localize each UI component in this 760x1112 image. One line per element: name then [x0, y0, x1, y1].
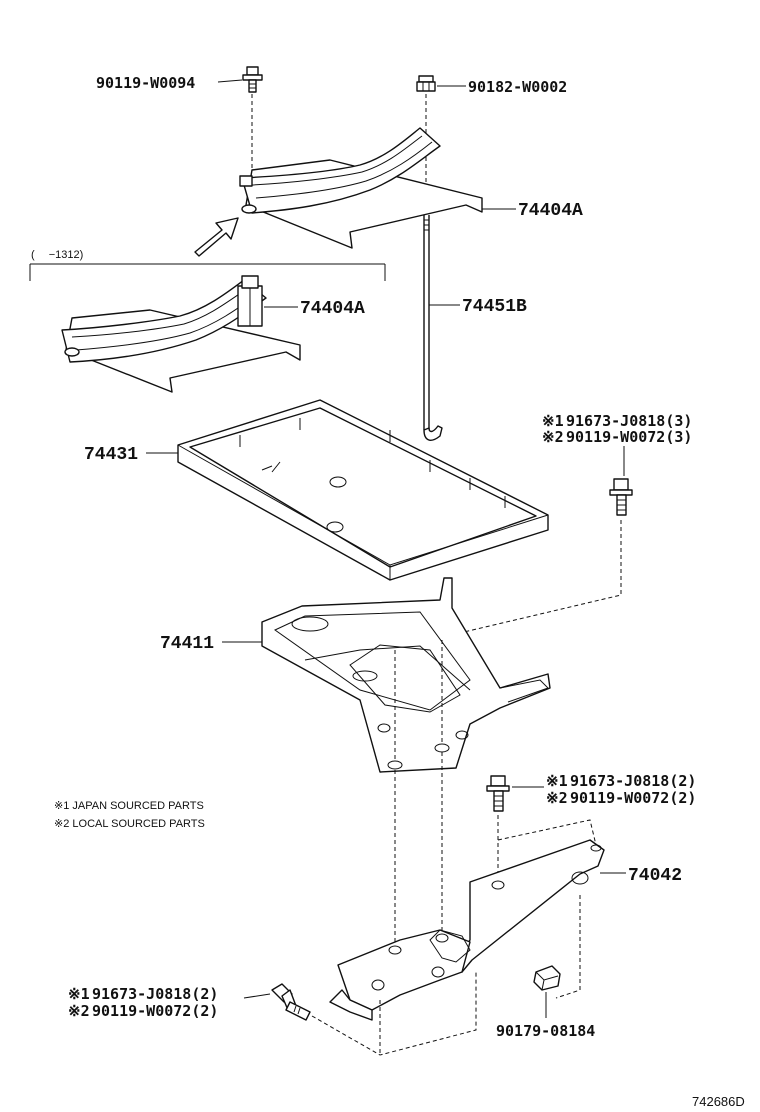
- callout-ll-mark1: ※1: [68, 985, 90, 1003]
- bolt-right-upper: [609, 478, 633, 516]
- callout-ru-part2: 90119-W0072(3): [566, 428, 692, 446]
- label-90119-w0094: 90119-W0094: [96, 74, 195, 92]
- clamp-rod-74451b: [423, 215, 443, 441]
- label-90179-08184: 90179-08184: [496, 1022, 595, 1040]
- legend-note-2: ※2 LOCAL SOURCED PARTS: [54, 818, 205, 830]
- callout-rl-part1: 91673-J0818(2): [570, 772, 696, 790]
- callout-rl-part2: 90119-W0072(2): [570, 789, 696, 807]
- battery-tray-74431: [177, 399, 549, 581]
- bolt-right-lower: [486, 775, 510, 812]
- label-74431: 74431: [84, 445, 138, 465]
- bolt-90119-w0094: [242, 66, 263, 93]
- label-90182-w0002: 90182-W0002: [468, 78, 567, 96]
- battery-bracket-74042: [329, 839, 605, 1021]
- callout-rl-mark2: ※2: [546, 789, 568, 807]
- label-74411: 74411: [160, 634, 214, 654]
- battery-clamp-older: [61, 275, 301, 393]
- range-bracket: [29, 263, 386, 281]
- bolt-left-lower: [271, 983, 311, 1021]
- label-74404a-older: 74404A: [300, 299, 365, 319]
- callout-rl-mark1: ※1: [546, 772, 568, 790]
- callout-ll-part2: 90119-W0072(2): [92, 1002, 218, 1020]
- callout-ll-part1: 91673-J0818(2): [92, 985, 218, 1003]
- label-74451b: 74451B: [462, 297, 527, 317]
- nut-90182-w0002: [416, 75, 436, 92]
- legend-note-1: ※1 JAPAN SOURCED PARTS: [54, 800, 204, 812]
- callout-ru-mark1: ※1: [542, 412, 564, 430]
- battery-clamp-upper: [239, 127, 483, 249]
- callout-ru-mark2: ※2: [542, 428, 564, 446]
- callout-ll-mark2: ※2: [68, 1002, 90, 1020]
- label-74404a-upper: 74404A: [518, 201, 583, 221]
- callout-ru-part1: 91673-J0818(3): [566, 412, 692, 430]
- direction-arrow-icon: [194, 217, 239, 257]
- label-74042: 74042: [628, 866, 682, 886]
- nut-90179-08184: [533, 965, 561, 991]
- drawing-code: 742686D: [692, 1094, 745, 1109]
- battery-carrier-74411: [261, 577, 551, 773]
- range-note: ( −1312): [31, 249, 83, 261]
